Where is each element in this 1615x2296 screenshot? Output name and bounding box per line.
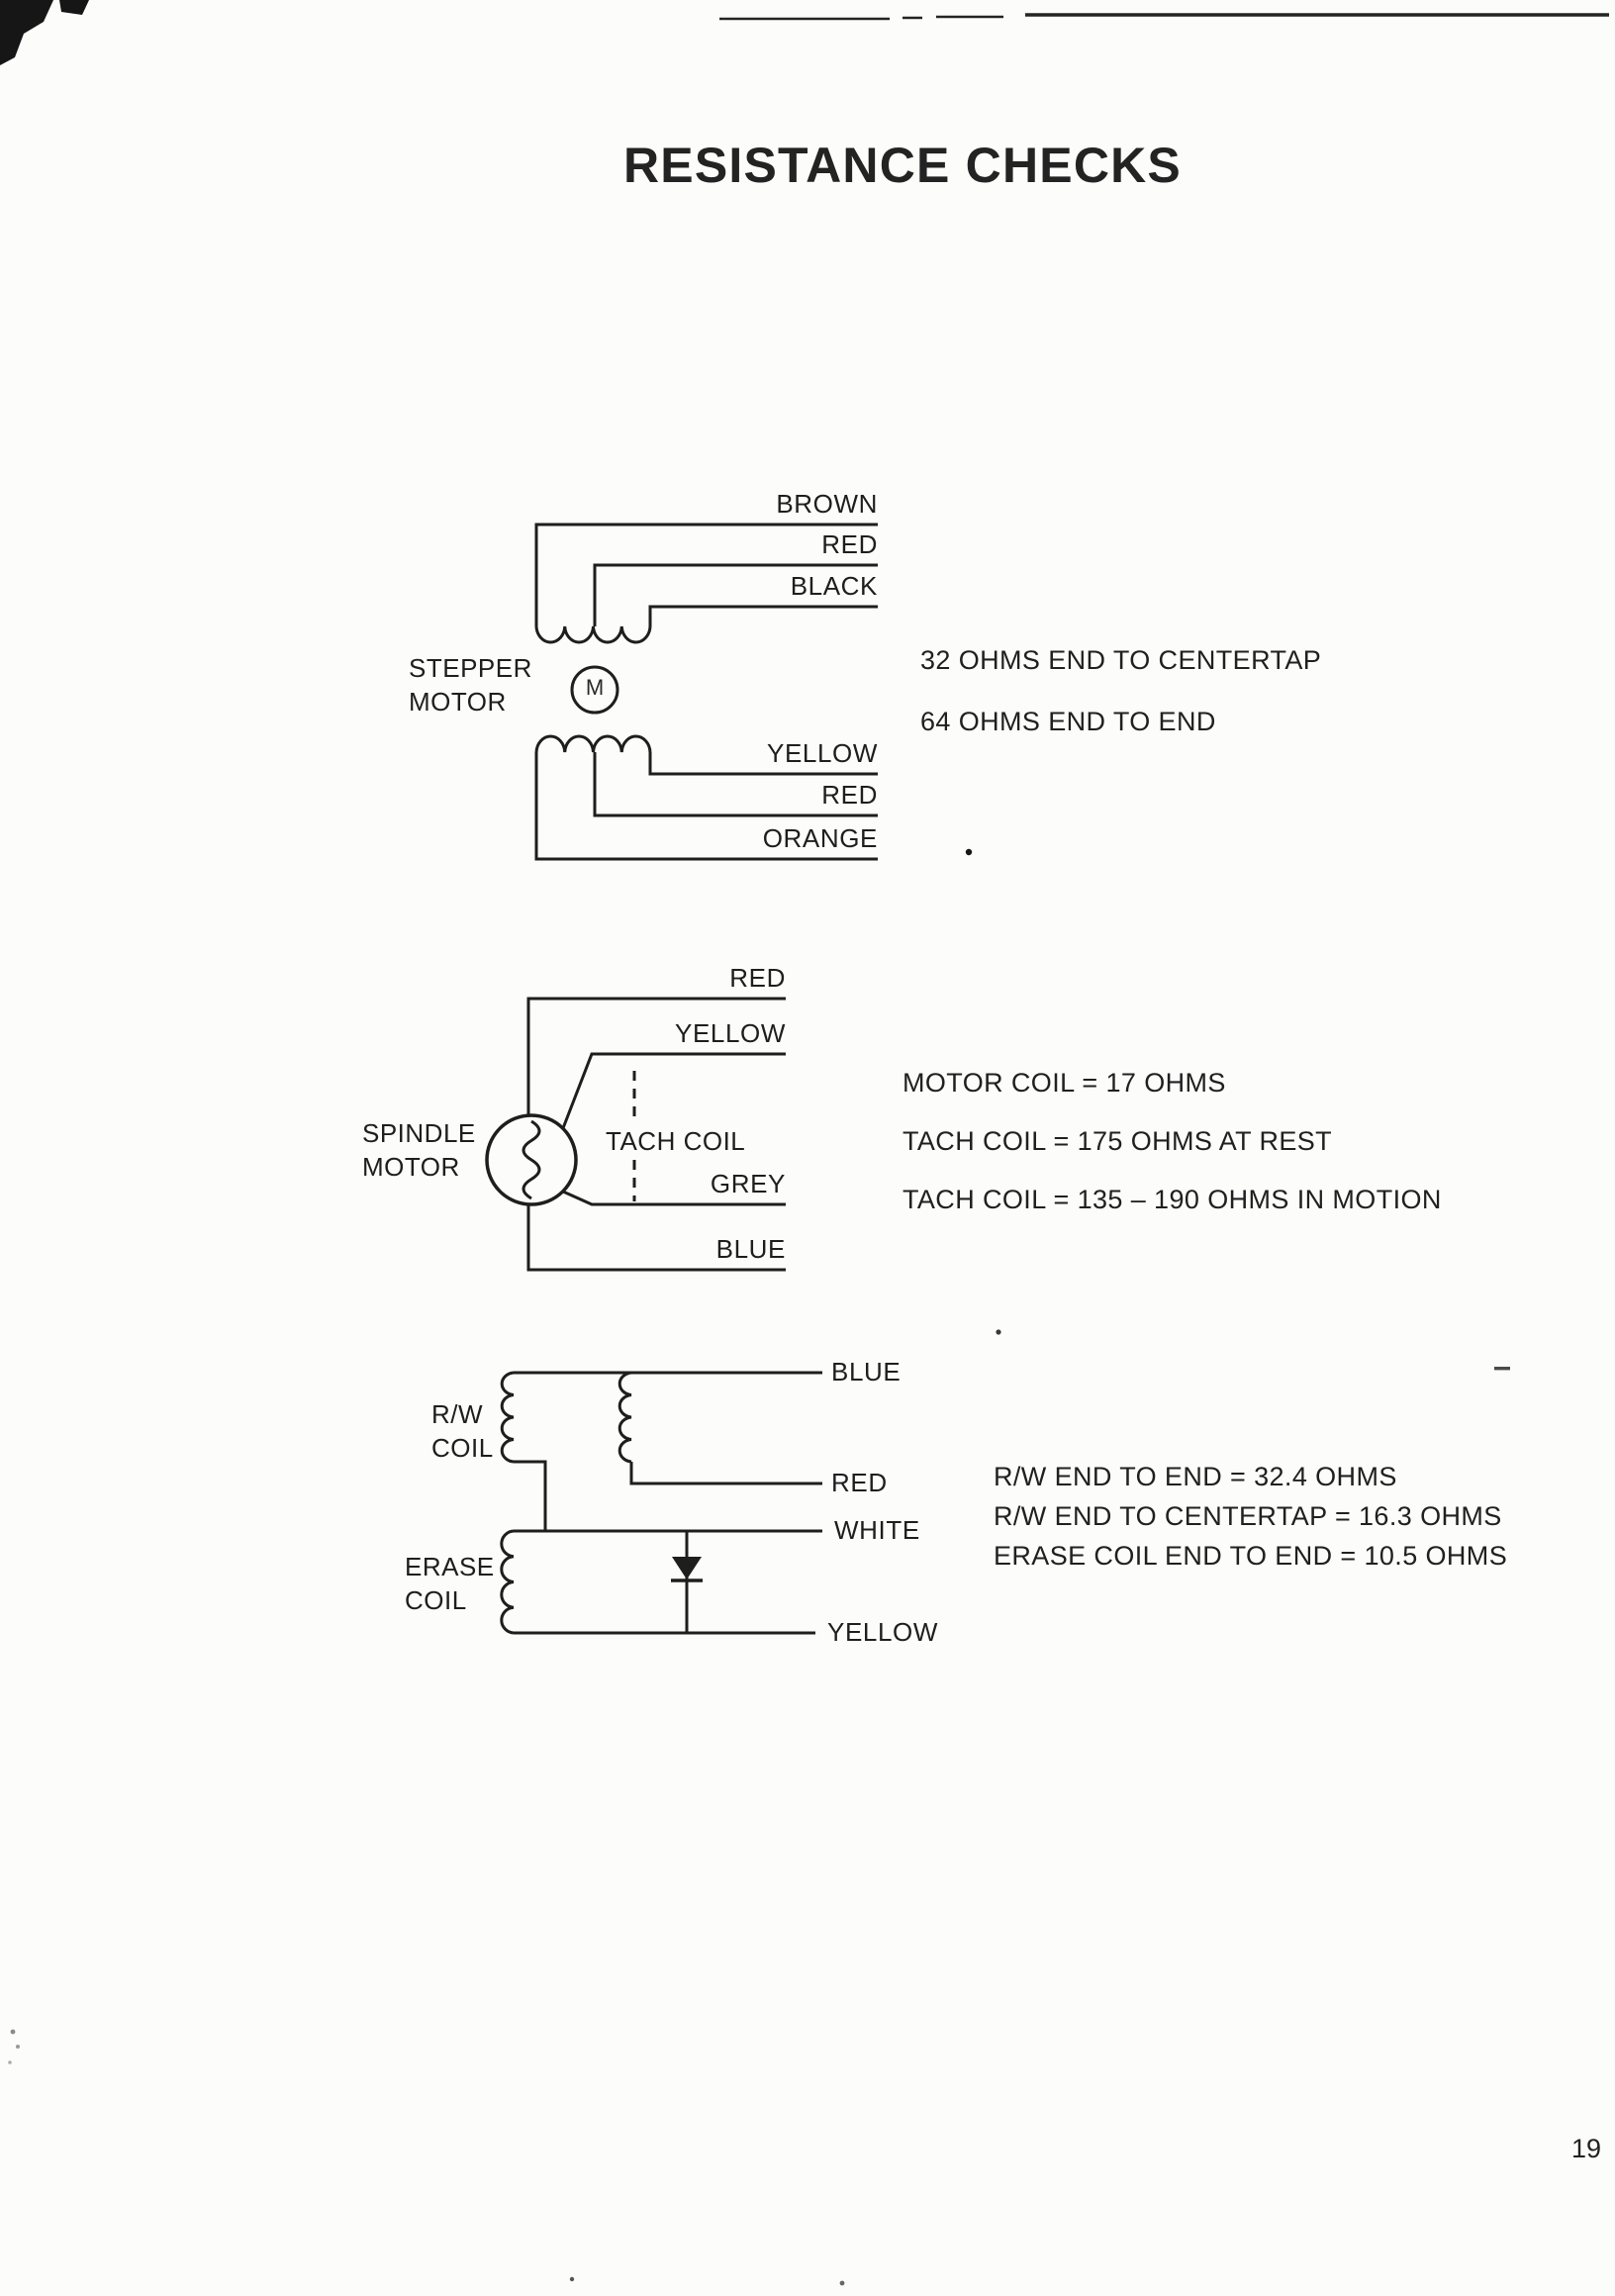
erase-coil-label-line2: COIL (405, 1585, 467, 1615)
erase-coil-label: ERASE COIL (405, 1550, 495, 1617)
erase-coil-label-line1: ERASE (405, 1552, 495, 1581)
stepper-winding-bottom-icon (534, 734, 652, 753)
rw-coil-label-line1: R/W (431, 1399, 484, 1429)
diode-icon (672, 1557, 702, 1579)
wire-brown (534, 523, 878, 626)
wire-label-red: RED (831, 1468, 888, 1497)
ink-dash (1494, 1367, 1510, 1371)
centertap-link (514, 1460, 547, 1531)
rw-coil-label: R/W COIL (431, 1397, 494, 1465)
stepper-motor-label-line2: MOTOR (409, 687, 507, 717)
wire-label-black: BLACK (790, 571, 878, 601)
rw-winding-left-icon (500, 1371, 515, 1464)
scan-artifacts (0, 0, 1510, 2286)
spindle-note-motor-coil: MOTOR COIL = 17 OHMS (902, 1068, 1226, 1098)
motor-symbol-m: M (585, 675, 605, 700)
stepper-winding-top-icon (534, 625, 652, 644)
wire-black (648, 605, 878, 626)
stepper-note-end-to-end: 64 OHMS END TO END (920, 707, 1216, 736)
wire-yellow (648, 752, 878, 776)
wire-label-blue: BLUE (831, 1357, 902, 1387)
ink-speck (965, 848, 973, 856)
spindle-motor-label-line2: MOTOR (362, 1152, 460, 1182)
head-coils-schematic (500, 1371, 822, 1635)
tach-coil-label: TACH COIL (606, 1126, 746, 1156)
spindle-note-tach-motion: TACH COIL = 135 – 190 OHMS IN MOTION (902, 1185, 1442, 1214)
spindle-motor-schematic (485, 997, 786, 1272)
stepper-motor-label-line1: STEPPER (409, 653, 532, 683)
wire-label-yellow: YELLOW (767, 738, 878, 768)
edge-speck (8, 2060, 12, 2064)
spindle-motor-label-line1: SPINDLE (362, 1118, 476, 1148)
wire-label-white: WHITE (834, 1515, 920, 1545)
corner-smudge (0, 0, 53, 65)
wire-label-grey: GREY (710, 1169, 786, 1198)
wire-red-top (593, 563, 878, 626)
wire-label-orange: ORANGE (762, 823, 878, 853)
wire-label-blue: BLUE (715, 1234, 786, 1264)
wire-yellow (561, 1052, 786, 1129)
spindle-motor-label: SPINDLE MOTOR (362, 1116, 476, 1184)
motor-circle-icon (570, 665, 619, 715)
erase-winding-icon (500, 1529, 515, 1635)
stepper-motor-label: STEPPER MOTOR (409, 651, 532, 718)
bottom-speck (839, 2280, 845, 2286)
wire-red (629, 1462, 822, 1485)
corner-smudge-small (59, 0, 89, 15)
spindle-winding-icon (522, 1119, 541, 1200)
wire-orange (534, 752, 878, 861)
page-number: 19 (1571, 2134, 1602, 2163)
edge-speck (16, 2045, 20, 2049)
wire-label-red-top: RED (821, 529, 878, 559)
scan-edge-lines (719, 13, 1609, 21)
wire-label-brown: BROWN (776, 489, 878, 519)
wire-red-bottom (593, 752, 878, 817)
wire-grey (562, 1190, 786, 1206)
wire-label-red: RED (729, 963, 786, 993)
wire-label-yellow: YELLOW (675, 1018, 786, 1048)
spindle-note-tach-rest: TACH COIL = 175 OHMS AT REST (902, 1126, 1333, 1156)
rw-coil-label-line2: COIL (431, 1433, 494, 1463)
rw-winding-right-icon (618, 1371, 632, 1464)
wire-label-yellow: YELLOW (827, 1617, 938, 1647)
stepper-note-centertap: 32 OHMS END TO CENTERTAP (920, 645, 1322, 675)
edge-speck (10, 2029, 16, 2035)
head-note-centertap: R/W END TO CENTERTAP = 16.3 OHMS (994, 1501, 1502, 1531)
head-note-end-to-end: R/W END TO END = 32.4 OHMS (994, 1462, 1397, 1491)
bottom-speck (569, 2276, 575, 2282)
wire-label-red-bottom: RED (821, 780, 878, 810)
head-note-erase: ERASE COIL END TO END = 10.5 OHMS (994, 1541, 1508, 1571)
ink-speck (996, 1329, 1001, 1335)
stepper-motor-schematic (534, 523, 878, 861)
page-title: RESISTANCE CHECKS (623, 138, 1182, 193)
